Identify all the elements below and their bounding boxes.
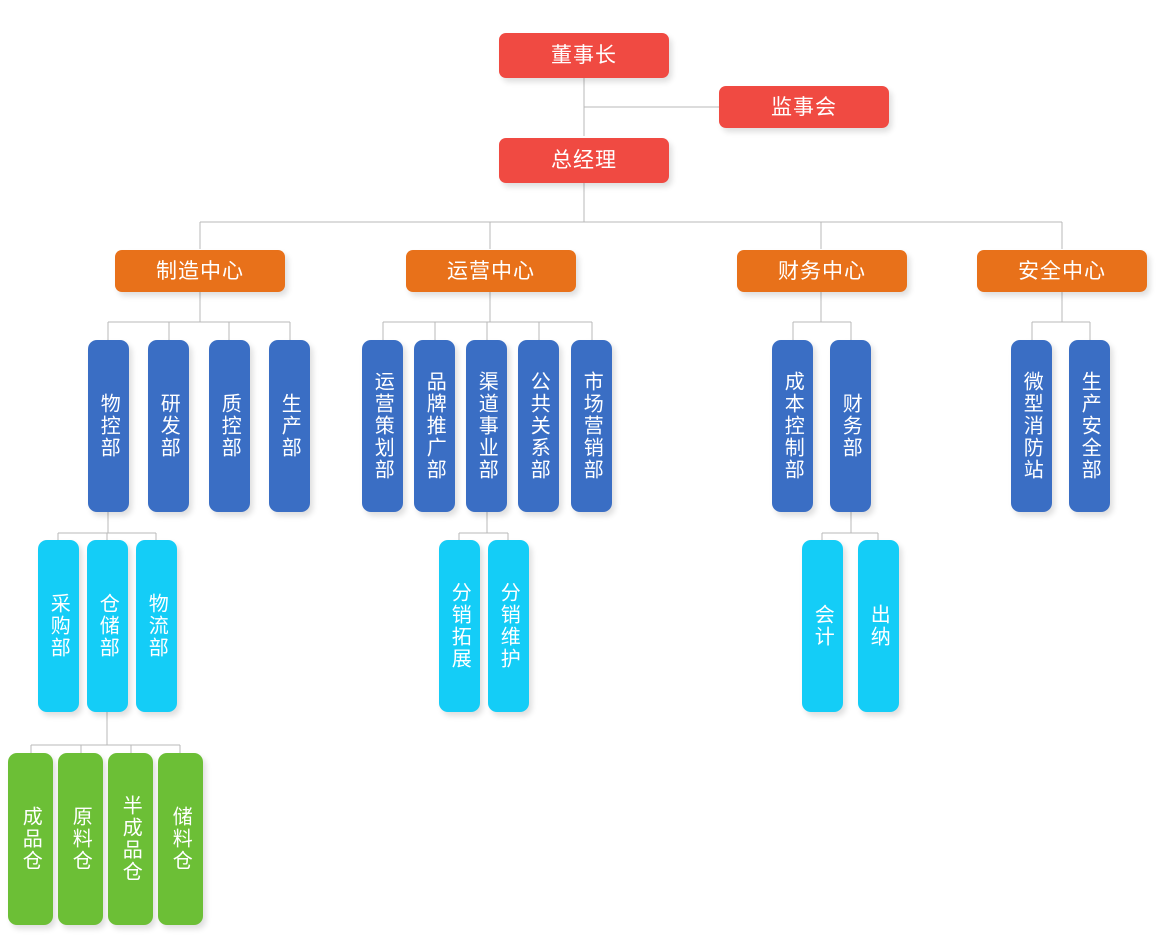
node-general-manager[interactable]: 总经理 — [499, 138, 669, 183]
node-chairman[interactable]: 董事长 — [499, 33, 669, 78]
node-warehouse-raw-material[interactable]: 原料仓 — [58, 753, 103, 925]
node-dept-marketing[interactable]: 市场营销部 — [571, 340, 612, 512]
node-sub-cashier[interactable]: 出纳 — [858, 540, 899, 712]
node-dept-brand-promotion[interactable]: 品牌推广部 — [414, 340, 455, 512]
node-sub-purchasing[interactable]: 采购部 — [38, 540, 79, 712]
node-dept-cost-control[interactable]: 成本控制部 — [772, 340, 813, 512]
node-sub-distribution-expansion[interactable]: 分销拓展 — [439, 540, 480, 712]
node-center-finance[interactable]: 财务中心 — [737, 250, 907, 292]
node-dept-micro-fire-station[interactable]: 微型消防站 — [1011, 340, 1052, 512]
node-dept-finance[interactable]: 财务部 — [830, 340, 871, 512]
node-sub-distribution-maintenance[interactable]: 分销维护 — [488, 540, 529, 712]
node-sub-accounting[interactable]: 会计 — [802, 540, 843, 712]
node-dept-operations-planning[interactable]: 运营策划部 — [362, 340, 403, 512]
node-sub-logistics[interactable]: 物流部 — [136, 540, 177, 712]
node-dept-production[interactable]: 生产部 — [269, 340, 310, 512]
node-sub-storage[interactable]: 仓储部 — [87, 540, 128, 712]
node-warehouse-finished-goods[interactable]: 成品仓 — [8, 753, 53, 925]
node-warehouse-semi-finished[interactable]: 半成品仓 — [108, 753, 153, 925]
node-center-manufacturing[interactable]: 制造中心 — [115, 250, 285, 292]
node-center-operations[interactable]: 运营中心 — [406, 250, 576, 292]
node-dept-quality-control[interactable]: 质控部 — [209, 340, 250, 512]
node-dept-rnd[interactable]: 研发部 — [148, 340, 189, 512]
node-dept-public-relations[interactable]: 公共关系部 — [518, 340, 559, 512]
node-warehouse-stock-material[interactable]: 储料仓 — [158, 753, 203, 925]
node-supervisory-board[interactable]: 监事会 — [719, 86, 889, 128]
node-dept-material-control[interactable]: 物控部 — [88, 340, 129, 512]
node-center-safety[interactable]: 安全中心 — [977, 250, 1147, 292]
node-dept-channel-business[interactable]: 渠道事业部 — [466, 340, 507, 512]
node-dept-production-safety[interactable]: 生产安全部 — [1069, 340, 1110, 512]
